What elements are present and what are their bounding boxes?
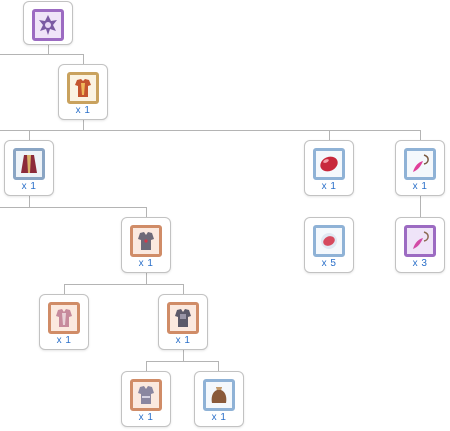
chest-armor-icon	[67, 72, 99, 104]
connector-line	[29, 196, 30, 207]
connector-line	[146, 361, 147, 371]
item-slot-chest-armor[interactable]: x 1	[58, 64, 108, 120]
connector-line	[64, 284, 184, 285]
red-orb-icon	[313, 148, 345, 180]
item-quantity: x 1	[138, 412, 154, 423]
connector-line	[420, 196, 421, 217]
connector-line	[146, 207, 147, 217]
item-quantity: x 1	[75, 105, 91, 116]
connector-line	[0, 54, 84, 55]
connector-line	[0, 207, 147, 208]
item-quantity: x 1	[321, 181, 337, 192]
crafted-gear-icon	[32, 9, 64, 41]
red-orb-fragment-icon	[313, 225, 345, 257]
item-quantity: x 1	[21, 181, 37, 192]
connector-line	[29, 130, 30, 140]
item-quantity: x 1	[56, 335, 72, 346]
connector-line	[83, 54, 84, 64]
dark-vest-icon	[167, 302, 199, 334]
item-slot-light-vest[interactable]: x 1	[121, 371, 171, 427]
connector-line	[218, 361, 219, 371]
connector-line	[146, 273, 147, 284]
connector-line	[183, 350, 184, 361]
item-quantity: x 1	[175, 335, 191, 346]
brown-sack-icon	[203, 379, 235, 411]
feather-fragment-icon	[404, 225, 436, 257]
connector-line	[329, 130, 330, 140]
item-slot-dark-vest[interactable]: x 1	[158, 294, 208, 350]
connector-line	[48, 44, 49, 54]
item-slot-red-robe[interactable]: x 1	[4, 140, 54, 196]
item-quantity: x 1	[138, 258, 154, 269]
item-slot-brown-sack[interactable]: x 1	[194, 371, 244, 427]
connector-line	[0, 130, 421, 131]
grey-vest-icon	[130, 225, 162, 257]
item-slot-red-orb[interactable]: x 1	[304, 140, 354, 196]
connector-line	[420, 130, 421, 140]
item-quantity: x 5	[321, 258, 337, 269]
item-slot-pink-vest[interactable]: x 1	[39, 294, 89, 350]
light-vest-icon	[130, 379, 162, 411]
item-slot-red-orb-fragment[interactable]: x 5	[304, 217, 354, 273]
root-item-slot[interactable]	[23, 1, 73, 45]
item-slot-pink-feather-necklace[interactable]: x 1	[395, 140, 445, 196]
item-slot-feather-fragment[interactable]: x 3	[395, 217, 445, 273]
connector-line	[64, 284, 65, 294]
connector-line	[146, 361, 219, 362]
item-quantity: x 1	[412, 181, 428, 192]
item-quantity: x 1	[211, 412, 227, 423]
item-slot-grey-vest[interactable]: x 1	[121, 217, 171, 273]
connector-line	[83, 120, 84, 130]
connector-line	[183, 284, 184, 294]
red-robe-icon	[13, 148, 45, 180]
pink-vest-icon	[48, 302, 80, 334]
pink-feather-necklace-icon	[404, 148, 436, 180]
item-quantity: x 3	[412, 258, 428, 269]
